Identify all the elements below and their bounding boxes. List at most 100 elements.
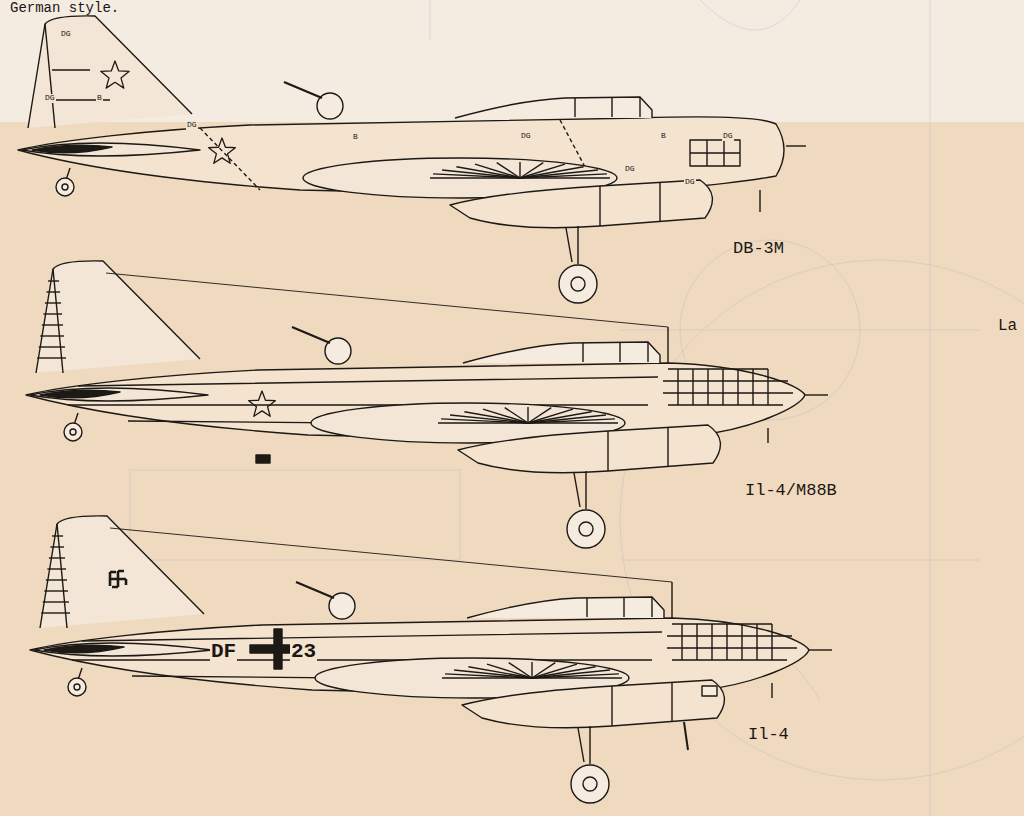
swastika	[110, 571, 126, 587]
tail-wheel	[68, 678, 86, 696]
cowling-line	[600, 183, 660, 226]
canopy-frame	[587, 597, 652, 617]
propeller-blade	[684, 722, 688, 750]
nose-glazing-frame	[771, 624, 772, 660]
main-wheel	[571, 765, 609, 803]
rudder-rib	[47, 568, 66, 569]
caption-text: Il-4/M88B	[745, 482, 837, 501]
wheel-hub	[74, 684, 80, 690]
nose-glazing	[667, 624, 797, 660]
main-gear-strut	[578, 726, 590, 764]
engine-nacelle	[450, 180, 712, 228]
unit-marking: DG	[186, 121, 198, 130]
rudder-rib	[44, 590, 68, 591]
rudder-rib	[40, 335, 64, 336]
rudder-rib	[46, 579, 67, 580]
rudder-rib	[37, 357, 66, 358]
wing-rib	[483, 409, 528, 423]
stabilizer	[34, 643, 212, 656]
nose-glazing-frame	[726, 624, 727, 660]
turret-gun	[296, 582, 334, 598]
engine-nacelle	[458, 425, 720, 473]
unit-marking: DG	[60, 30, 72, 39]
wheel-hub	[62, 184, 68, 190]
antenna-wire	[106, 273, 668, 327]
nose-glazing-frame	[767, 369, 768, 405]
unit-marking: DG	[684, 178, 696, 187]
turret-gun	[284, 82, 322, 98]
stabilizer	[22, 143, 200, 156]
unit-marking: DG	[722, 132, 734, 141]
wing-rib	[475, 164, 520, 178]
rudder-rib	[48, 280, 59, 281]
rudder-rib	[41, 612, 70, 613]
canopy	[467, 597, 664, 618]
canopy	[455, 97, 652, 118]
nose-glazing-frame	[692, 369, 693, 405]
tail-fin	[28, 16, 192, 128]
unit-marking: B	[352, 133, 359, 142]
main-wheel	[567, 510, 605, 548]
antenna-wire	[110, 528, 672, 582]
wheel-hub	[579, 522, 593, 536]
pitot-tube	[786, 145, 806, 146]
nose-glazing	[663, 369, 793, 405]
nose-probe	[771, 683, 772, 698]
nose-glazing-frame	[756, 624, 757, 660]
nose-glazing-frame	[696, 624, 697, 660]
unit-marking: B	[96, 94, 103, 103]
rudder-rib	[43, 313, 62, 314]
stabilizer	[30, 388, 208, 401]
unit-marking: DG	[520, 132, 532, 141]
caption-text: German style.	[10, 1, 119, 16]
canopy-frame	[583, 342, 648, 362]
nose-probe	[759, 190, 760, 212]
aircraft-profile	[30, 516, 832, 803]
tail-wheel	[56, 178, 74, 196]
nose-glazing-frame	[681, 624, 682, 660]
pitot-tube	[809, 649, 832, 650]
belly-hatch	[256, 455, 270, 463]
nose-glazing-frame	[711, 624, 712, 660]
wing-rib	[519, 162, 520, 178]
rudder-rib	[42, 324, 63, 325]
wing-rib	[487, 664, 532, 678]
wheel-hub	[583, 777, 597, 791]
nose-glazing-frame	[752, 369, 753, 405]
wing-rib	[497, 163, 520, 178]
code-letters: 23	[290, 640, 317, 663]
wing-rib	[520, 177, 610, 178]
nose-glazing-frame	[741, 624, 742, 660]
red-star	[209, 138, 236, 163]
caption-text: Il-4	[748, 726, 789, 745]
caption-text: DB-3M	[733, 240, 784, 259]
wheel-hub	[571, 277, 585, 291]
cowling-line	[612, 683, 672, 726]
nose-glazing-frame	[707, 369, 708, 405]
cowling-line	[608, 428, 668, 471]
tail-fin	[36, 261, 200, 373]
caption-text: La	[998, 318, 1017, 336]
nose-glazing-frame	[722, 369, 723, 405]
rudder-line	[45, 24, 55, 128]
tail-wheel	[64, 423, 82, 441]
aircraft-profile	[26, 261, 828, 548]
code-letters: DF	[210, 640, 237, 663]
wing-rib	[527, 407, 528, 423]
wing-rib	[531, 662, 532, 678]
turret-gun	[292, 327, 330, 343]
wing-rib	[532, 677, 622, 678]
canopy	[463, 342, 660, 363]
main-wheel	[559, 265, 597, 303]
red-star	[101, 61, 130, 88]
nose-probe	[767, 428, 768, 443]
antenna-mast	[671, 582, 672, 618]
rudder-rib	[39, 346, 65, 347]
unit-marking: B	[660, 132, 667, 141]
unit-marking: DG	[624, 165, 636, 174]
rudder-rib	[46, 291, 60, 292]
rudder-rib	[50, 546, 64, 547]
nose-glazing-frame	[677, 369, 678, 405]
nose-glazing-frame	[737, 369, 738, 405]
